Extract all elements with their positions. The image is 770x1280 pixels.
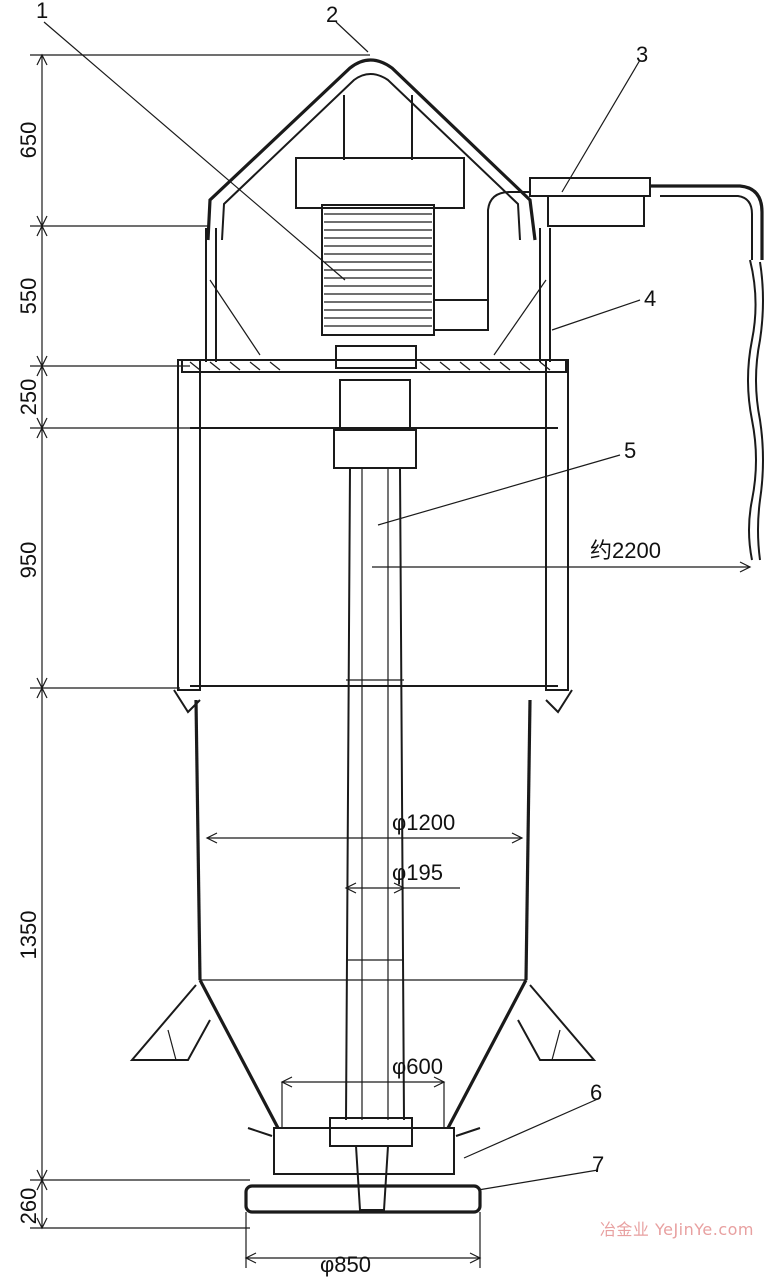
dim-label-950: 950 xyxy=(16,542,41,579)
motor-housing xyxy=(295,157,530,336)
callout-6: 6 xyxy=(590,1080,602,1105)
dim-shaft-diameter: φ195 xyxy=(392,860,443,885)
callout-1: 1 xyxy=(36,0,48,23)
callout-4: 4 xyxy=(644,286,656,311)
dim-body-diameter: φ1200 xyxy=(392,810,455,835)
callout-2: 2 xyxy=(326,2,338,27)
dim-label-250: 250 xyxy=(16,379,41,416)
dim-label-260: 260 xyxy=(16,1188,41,1225)
leader-lines xyxy=(43,21,641,1191)
callout-3: 3 xyxy=(636,42,648,67)
hose-connection xyxy=(529,177,764,561)
lower-body xyxy=(129,699,597,1175)
upper-cylinder xyxy=(173,359,573,714)
upper-frame xyxy=(181,228,567,373)
dim-overall-width: 约2200 xyxy=(590,538,661,563)
dim-label-1350: 1350 xyxy=(16,911,41,960)
central-shaft xyxy=(329,345,417,1211)
dim-outlet-diameter: φ600 xyxy=(392,1054,443,1079)
callout-5: 5 xyxy=(624,438,636,463)
watermark: 冶金业 YeJinYe.com xyxy=(599,1220,754,1239)
dim-base-diameter: φ850 xyxy=(320,1252,371,1277)
lifting-bail xyxy=(206,58,537,241)
dim-label-650: 650 xyxy=(16,122,41,159)
horizontal-dimensions xyxy=(205,561,752,1264)
dim-label-550: 550 xyxy=(16,278,41,315)
vertical-dimension-chain xyxy=(30,53,370,1230)
callout-7: 7 xyxy=(592,1152,604,1177)
